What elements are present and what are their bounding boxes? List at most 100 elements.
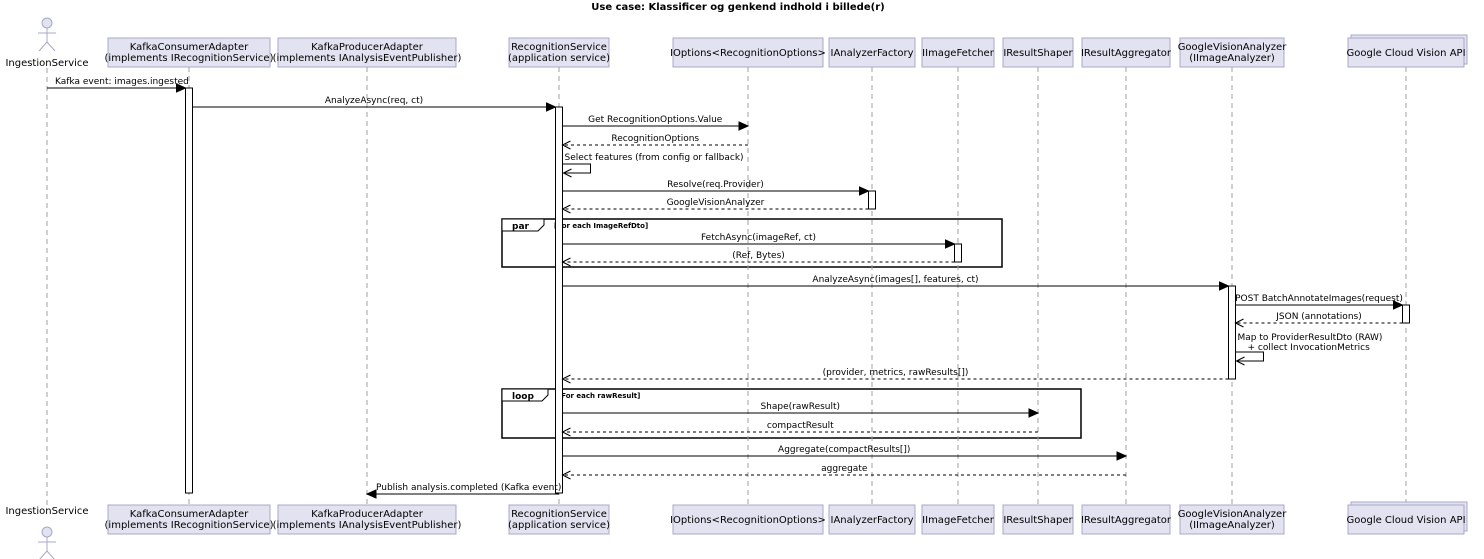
message-label: compactResult <box>767 421 834 431</box>
message-2: AnalyzeAsync(req, ct) <box>192 96 557 112</box>
message-label: (Ref, Bytes) <box>732 251 785 261</box>
message-14: (provider, metrics, rawResults[]) <box>561 368 1229 384</box>
message-label: GoogleVisionAnalyzer <box>667 198 765 208</box>
participant-imageFetcher: IImageFetcher <box>921 37 995 68</box>
message-12: JSON (annotations) <box>1234 312 1403 328</box>
participant-label: IResultShaper <box>1003 48 1073 59</box>
participant-label: (application service) <box>508 53 610 64</box>
message-label: RecognitionOptions <box>611 134 699 144</box>
participant-label: GoogleVisionAnalyzer <box>1178 509 1288 520</box>
participant-label: IngestionService <box>5 506 88 517</box>
message-15: Shape(rawResult) <box>562 402 1040 418</box>
message-19: Publish analysis.completed (Kafka event) <box>365 483 561 499</box>
message-label: Aggregate(compactResults[]) <box>778 445 910 455</box>
message-6: Resolve(req.Provider) <box>562 180 870 196</box>
activation-bar <box>185 87 193 494</box>
message-3: Get RecognitionOptions.Value <box>562 115 750 131</box>
message-label: AnalyzeAsync(req, ct) <box>325 96 423 106</box>
message-8: FetchAsync(imageRef, ct) <box>562 233 956 249</box>
diagram-title: Use case: Klassificer og genkend indhold… <box>591 2 884 13</box>
participant-label: (implements IAnalysisEventPublisher) <box>273 520 462 531</box>
activation-bar <box>555 106 563 494</box>
participant-label: (IImageAnalyzer) <box>1189 520 1275 531</box>
participant-googleVision: GoogleVisionAnalyzer(IImageAnalyzer) <box>1178 37 1288 68</box>
fragment-keyword: par <box>512 222 530 232</box>
loop-fragment: loop [For each rawResult] <box>501 388 1082 439</box>
message-9: (Ref, Bytes) <box>561 251 955 267</box>
participant-label: (implements IRecognitionService) <box>105 53 274 64</box>
message-1: Kafka event: images.ingested <box>47 77 189 93</box>
par-fragment: par [For each ImageRefDto] <box>501 218 1003 268</box>
message-label: aggregate <box>821 464 868 474</box>
participant-resultShaper: IResultShaper <box>1002 37 1074 68</box>
participant-label: KafkaProducerAdapter <box>311 42 424 53</box>
message-label: Kafka event: images.ingested <box>55 77 189 87</box>
participant-resultAggregator: IResultAggregator <box>1081 37 1172 68</box>
participant-kafkaProducer: KafkaProducerAdapter(implements IAnalysi… <box>273 504 462 535</box>
participant-options: IOptions<RecognitionOptions> <box>670 37 826 68</box>
participant-recognition: RecognitionService(application service) <box>508 37 610 68</box>
message-17: Aggregate(compactResults[]) <box>562 445 1128 461</box>
participant-imageFetcher: IImageFetcher <box>921 504 995 535</box>
message-5: Select features (from config or fallback… <box>562 153 744 178</box>
participant-resultShaper: IResultShaper <box>1002 504 1074 535</box>
participant-label: RecognitionService <box>511 509 607 520</box>
participant-label: GoogleVisionAnalyzer <box>1178 42 1288 53</box>
participant-label: IngestionService <box>5 58 88 69</box>
participant-label: KafkaProducerAdapter <box>311 509 424 520</box>
fragment-condition: [For each ImageRefDto] <box>554 222 648 230</box>
message-label: POST BatchAnnotateImages(request) <box>1235 294 1403 304</box>
message-label: + collect InvocationMetrics <box>1248 343 1371 353</box>
message-7: GoogleVisionAnalyzer <box>561 198 869 214</box>
message-10: AnalyzeAsync(images[], features, ct) <box>562 275 1230 291</box>
participant-label: IOptions<RecognitionOptions> <box>670 48 826 59</box>
participant-options: IOptions<RecognitionOptions> <box>670 504 826 535</box>
message-label: Resolve(req.Provider) <box>667 180 764 190</box>
participant-kafkaConsumer: KafkaConsumerAdapter(implements IRecogni… <box>105 504 274 535</box>
participant-kafkaProducer: KafkaProducerAdapter(implements IAnalysi… <box>273 37 462 68</box>
participant-label: (implements IAnalysisEventPublisher) <box>273 53 462 64</box>
participant-cloudVision: Google Cloud Vision API <box>1346 501 1468 535</box>
participant-label: KafkaConsumerAdapter <box>130 42 249 53</box>
actor-ingestion: IngestionService <box>5 17 89 69</box>
message-label: FetchAsync(imageRef, ct) <box>701 233 816 243</box>
participant-label: (IImageAnalyzer) <box>1189 53 1275 64</box>
message-11: POST BatchAnnotateImages(request) <box>1235 294 1404 310</box>
participant-kafkaConsumer: KafkaConsumerAdapter(implements IRecogni… <box>105 37 274 68</box>
participant-label: (application service) <box>508 520 610 531</box>
participant-label: IOptions<RecognitionOptions> <box>670 515 826 526</box>
message-label: Select features (from config or fallback… <box>565 153 744 163</box>
participant-label: RecognitionService <box>511 42 607 53</box>
message-13: Map to ProviderResultDto (RAW)+ collect … <box>1235 333 1382 366</box>
message-label: JSON (annotations) <box>1275 312 1361 322</box>
message-16: compactResult <box>561 421 1038 437</box>
activation-bar <box>954 243 962 263</box>
participant-googleVision: GoogleVisionAnalyzer(IImageAnalyzer) <box>1178 504 1288 535</box>
activation-bar <box>1228 285 1236 380</box>
participant-label: KafkaConsumerAdapter <box>130 509 249 520</box>
message-label: AnalyzeAsync(images[], features, ct) <box>812 275 978 285</box>
message-18: aggregate <box>561 464 1126 480</box>
participant-label: Google Cloud Vision API <box>1346 515 1465 526</box>
participant-analyzerFactory: IAnalyzerFactory <box>828 504 916 535</box>
participant-label: IImageFetcher <box>922 48 995 59</box>
fragment-condition: [For each rawResult] <box>558 392 640 400</box>
participant-resultAggregator: IResultAggregator <box>1081 504 1172 535</box>
participant-label: IResultAggregator <box>1081 48 1172 59</box>
activation-bar <box>868 190 876 210</box>
actor-ingestion: IngestionService <box>5 506 89 559</box>
activation-bar <box>1402 304 1410 324</box>
fragment-keyword: loop <box>512 392 534 402</box>
participant-label: IImageFetcher <box>922 515 995 526</box>
participant-cloudVision: Google Cloud Vision API <box>1346 34 1468 68</box>
participant-label: IAnalyzerFactory <box>831 515 914 526</box>
participant-analyzerFactory: IAnalyzerFactory <box>828 37 916 68</box>
participant-label: (implements IRecognitionService) <box>105 520 274 531</box>
participant-recognition: RecognitionService(application service) <box>508 504 610 535</box>
participant-label: IAnalyzerFactory <box>831 48 914 59</box>
message-label: Get RecognitionOptions.Value <box>588 115 723 125</box>
participant-label: Google Cloud Vision API <box>1346 48 1465 59</box>
message-4: RecognitionOptions <box>561 134 748 150</box>
message-label: (provider, metrics, rawResults[]) <box>823 368 969 378</box>
